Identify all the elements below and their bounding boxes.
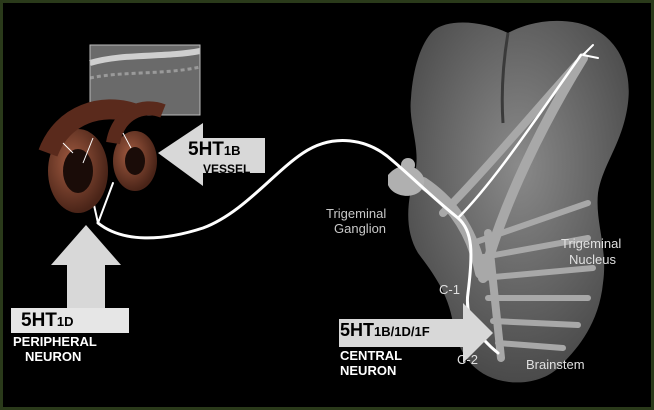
peripheral-receptor-label: 5HT1D <box>11 308 129 333</box>
vessel-receptor-main: 5HT <box>188 139 224 160</box>
trigeminal-nucleus-label-line2: Nucleus <box>569 253 616 266</box>
illustration <box>3 3 651 407</box>
peripheral-arrow <box>51 225 121 308</box>
central-caption-line1: CENTRAL <box>340 349 402 362</box>
central-caption-line2: NEURON <box>340 364 396 377</box>
peripheral-receptor-sub: 1D <box>57 314 74 329</box>
trigeminal-ganglion-label-line1: Trigeminal <box>326 207 386 220</box>
blood-vessels <box>48 108 163 213</box>
vessel-receptor-sub: 1B <box>224 143 241 158</box>
trigeminal-ganglion-label-line2: Ganglion <box>334 222 386 235</box>
vessel-caption: VESSEL <box>203 163 250 175</box>
peripheral-caption-line2: NEURON <box>25 350 81 363</box>
central-receptor-sub: 1B/1D/1F <box>374 324 430 339</box>
c2-label: C-2 <box>457 353 478 366</box>
peripheral-caption-line1: PERIPHERAL <box>13 335 97 348</box>
vessel-receptor-label: 5HT1B <box>188 140 241 159</box>
peripheral-receptor-main: 5HT <box>21 310 57 331</box>
central-receptor-label: 5HT1B/1D/1F <box>340 321 430 339</box>
central-receptor-main: 5HT <box>340 320 374 340</box>
diagram-canvas: 5HT1B VESSEL 5HT1D PERIPHERAL NEURON 5HT… <box>3 3 651 407</box>
brainstem-label: Brainstem <box>526 358 585 371</box>
trigeminal-nucleus-label-line1: Trigeminal <box>561 237 621 250</box>
c1-label: C-1 <box>439 283 460 296</box>
